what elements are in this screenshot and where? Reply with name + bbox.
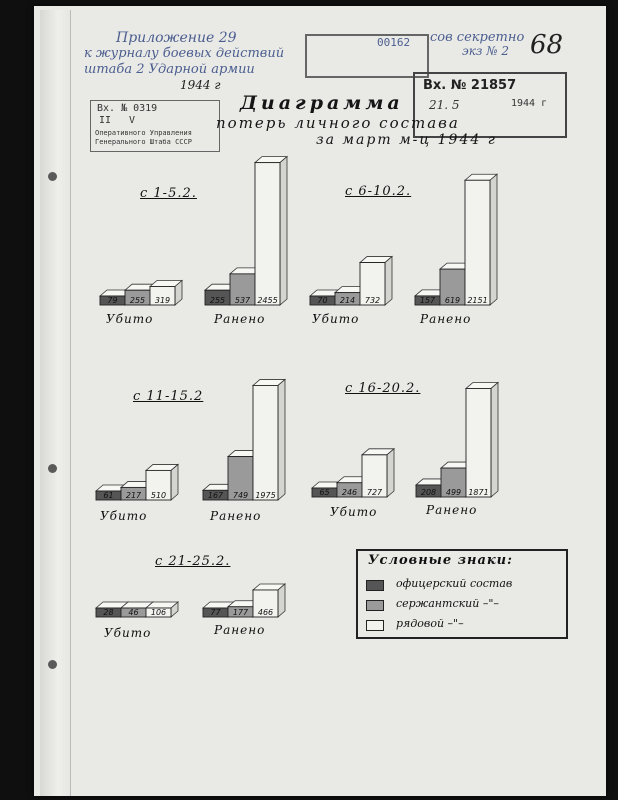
appendix-line-1: Приложение 29 <box>116 30 237 46</box>
binding-spine <box>40 10 71 796</box>
bar-value-label: 510 <box>151 491 166 500</box>
registration-date: 21. 5 <box>429 98 460 112</box>
legend: Условные знаки: офицерский состав сержан… <box>356 549 568 639</box>
period-label: с 1-5.2. <box>140 186 197 201</box>
page-title: Диаграмма <box>240 92 404 114</box>
page-number: 68 <box>530 30 564 60</box>
category-label: Ранено <box>214 312 266 326</box>
bar-side <box>277 378 286 501</box>
bar-value-label: 319 <box>155 296 170 305</box>
legend-label: офицерский состав <box>396 577 513 590</box>
legend-label: сержантский –"– <box>396 597 499 610</box>
binding-hole <box>48 464 57 473</box>
period-label: с 16-20.2. <box>345 381 421 396</box>
archive-stamp-roman: II <box>99 115 112 126</box>
bar-side <box>277 583 286 618</box>
bar-value-label: 157 <box>420 296 436 305</box>
bar-value-label: 466 <box>258 608 273 617</box>
bar-value-label: 749 <box>233 491 248 500</box>
legend-swatch <box>366 620 384 631</box>
legend-label: рядовой –"– <box>396 617 464 630</box>
bar-side <box>170 463 179 501</box>
appendix-line-2: к журналу боевых действий <box>84 46 285 61</box>
bar-value-label: 77 <box>210 608 221 617</box>
bar-value-label: 255 <box>130 296 145 305</box>
secret-stamp-text: сов секретно <box>430 30 525 45</box>
category-label: Убито <box>100 509 148 523</box>
bar-value-label: 727 <box>367 488 383 497</box>
bar <box>254 162 281 306</box>
bar-value-label: 537 <box>235 296 251 305</box>
bar <box>145 469 172 501</box>
period-label: с 6-10.2. <box>345 184 412 199</box>
category-label: Ранено <box>420 312 472 326</box>
bar-value-label: 46 <box>128 608 138 617</box>
bar <box>149 286 176 306</box>
bar-value-label: 61 <box>103 491 113 500</box>
bar-value-label: 217 <box>126 491 142 500</box>
bar-value-label: 2455 <box>257 296 277 305</box>
appendix-year: 1944 г <box>180 78 221 92</box>
bar-side <box>386 447 395 498</box>
category-label: Убито <box>312 312 360 326</box>
legend-swatch <box>366 600 384 611</box>
bar-value-label: 1871 <box>468 488 488 497</box>
bar-value-label: 167 <box>208 491 224 500</box>
bar-value-label: 214 <box>340 296 355 305</box>
bar-value-label: 2151 <box>467 296 487 305</box>
registration-stamp: Вх. № 21857 21. 5 1944 г <box>413 72 567 138</box>
bar <box>359 262 386 306</box>
bar-value-label: 208 <box>421 488 436 497</box>
bar <box>465 388 492 498</box>
bar <box>229 273 256 306</box>
category-label: Ранено <box>210 509 262 523</box>
category-label: Убито <box>106 312 154 326</box>
period-label: с 21-25.2. <box>155 554 231 569</box>
period-label: с 11-15.2 <box>133 389 204 404</box>
bar-side <box>490 381 499 498</box>
bar <box>361 454 388 498</box>
archive-stamp-v: V <box>129 115 136 126</box>
bar <box>252 589 279 618</box>
bar <box>145 607 172 618</box>
bar-side <box>384 255 393 306</box>
archive-stamp-line-1: Оперативного Управления <box>95 129 192 137</box>
bar-value-label: 177 <box>233 608 249 617</box>
category-label: Убито <box>330 505 378 519</box>
registration-year: 1944 г <box>511 98 548 109</box>
bar-value-label: 499 <box>446 488 461 497</box>
binding-hole <box>48 172 57 181</box>
page-subtitle-1: потерь личного состава <box>216 114 460 132</box>
bar <box>464 179 491 306</box>
bar-value-label: 246 <box>342 488 357 497</box>
secret-stamp-number: 00162 <box>377 36 411 49</box>
archive-stamp-line-2: Генерального Штаба СССР <box>95 138 192 146</box>
archive-stamp-number: Вх. № 0319 <box>97 103 158 114</box>
bar-value-label: 28 <box>103 608 113 617</box>
appendix-line-3: штаба 2 Ударной армии <box>84 62 255 77</box>
registration-number: Вх. № 21857 <box>423 78 517 93</box>
category-label: Убито <box>104 626 152 640</box>
bar-value-label: 106 <box>151 608 166 617</box>
legend-swatch <box>366 580 384 591</box>
bar-value-label: 65 <box>319 488 329 497</box>
bar-side <box>489 173 498 306</box>
bar-value-label: 70 <box>317 296 327 305</box>
bar-value-label: 732 <box>365 296 380 305</box>
bar <box>252 385 279 501</box>
bar-value-label: 79 <box>107 296 117 305</box>
page-subtitle-2: за март м-ц 1944 г <box>316 132 497 148</box>
secret-stamp: 00162 <box>305 34 429 78</box>
category-label: Ранено <box>214 623 266 637</box>
archive-stamp: Вх. № 0319 II V Оперативного Управления … <box>90 100 220 152</box>
bar-value-label: 1975 <box>255 491 275 500</box>
bar-value-label: 255 <box>210 296 225 305</box>
bar-side <box>279 155 288 306</box>
binding-hole <box>48 660 57 669</box>
secret-stamp-copy: экз № 2 <box>462 44 510 58</box>
bar-value-label: 619 <box>445 296 460 305</box>
category-label: Ранено <box>426 503 478 517</box>
legend-title: Условные знаки: <box>368 553 513 568</box>
